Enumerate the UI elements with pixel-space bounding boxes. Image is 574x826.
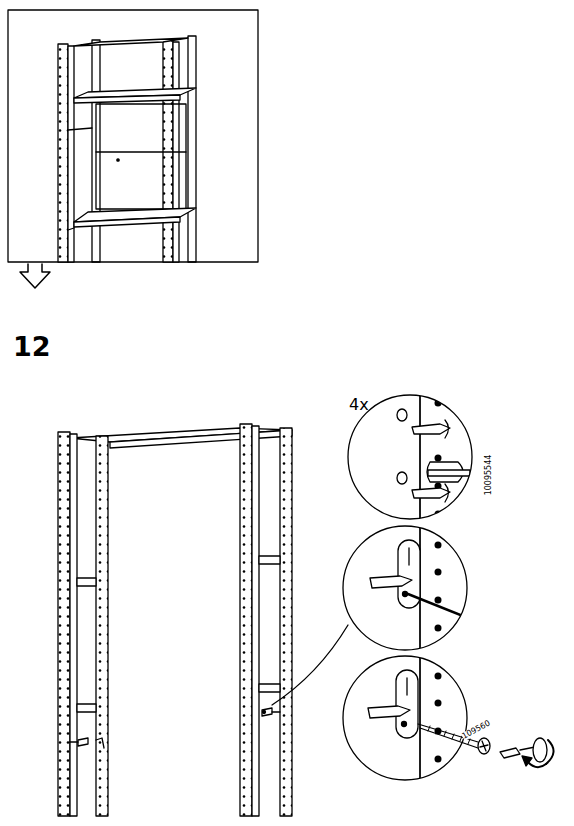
screwdriver-bit — [500, 738, 554, 767]
previous-step-panel — [8, 10, 258, 262]
leader-line — [272, 625, 348, 705]
shelf-frame — [58, 424, 292, 816]
callout-detail — [343, 520, 540, 660]
step-number: 12 — [13, 333, 51, 360]
part-number: 10095544 — [485, 455, 493, 496]
next-arrow — [20, 264, 50, 288]
callout-detail — [348, 380, 475, 540]
quantity: 4x — [349, 397, 369, 413]
callout-detail — [343, 650, 475, 790]
